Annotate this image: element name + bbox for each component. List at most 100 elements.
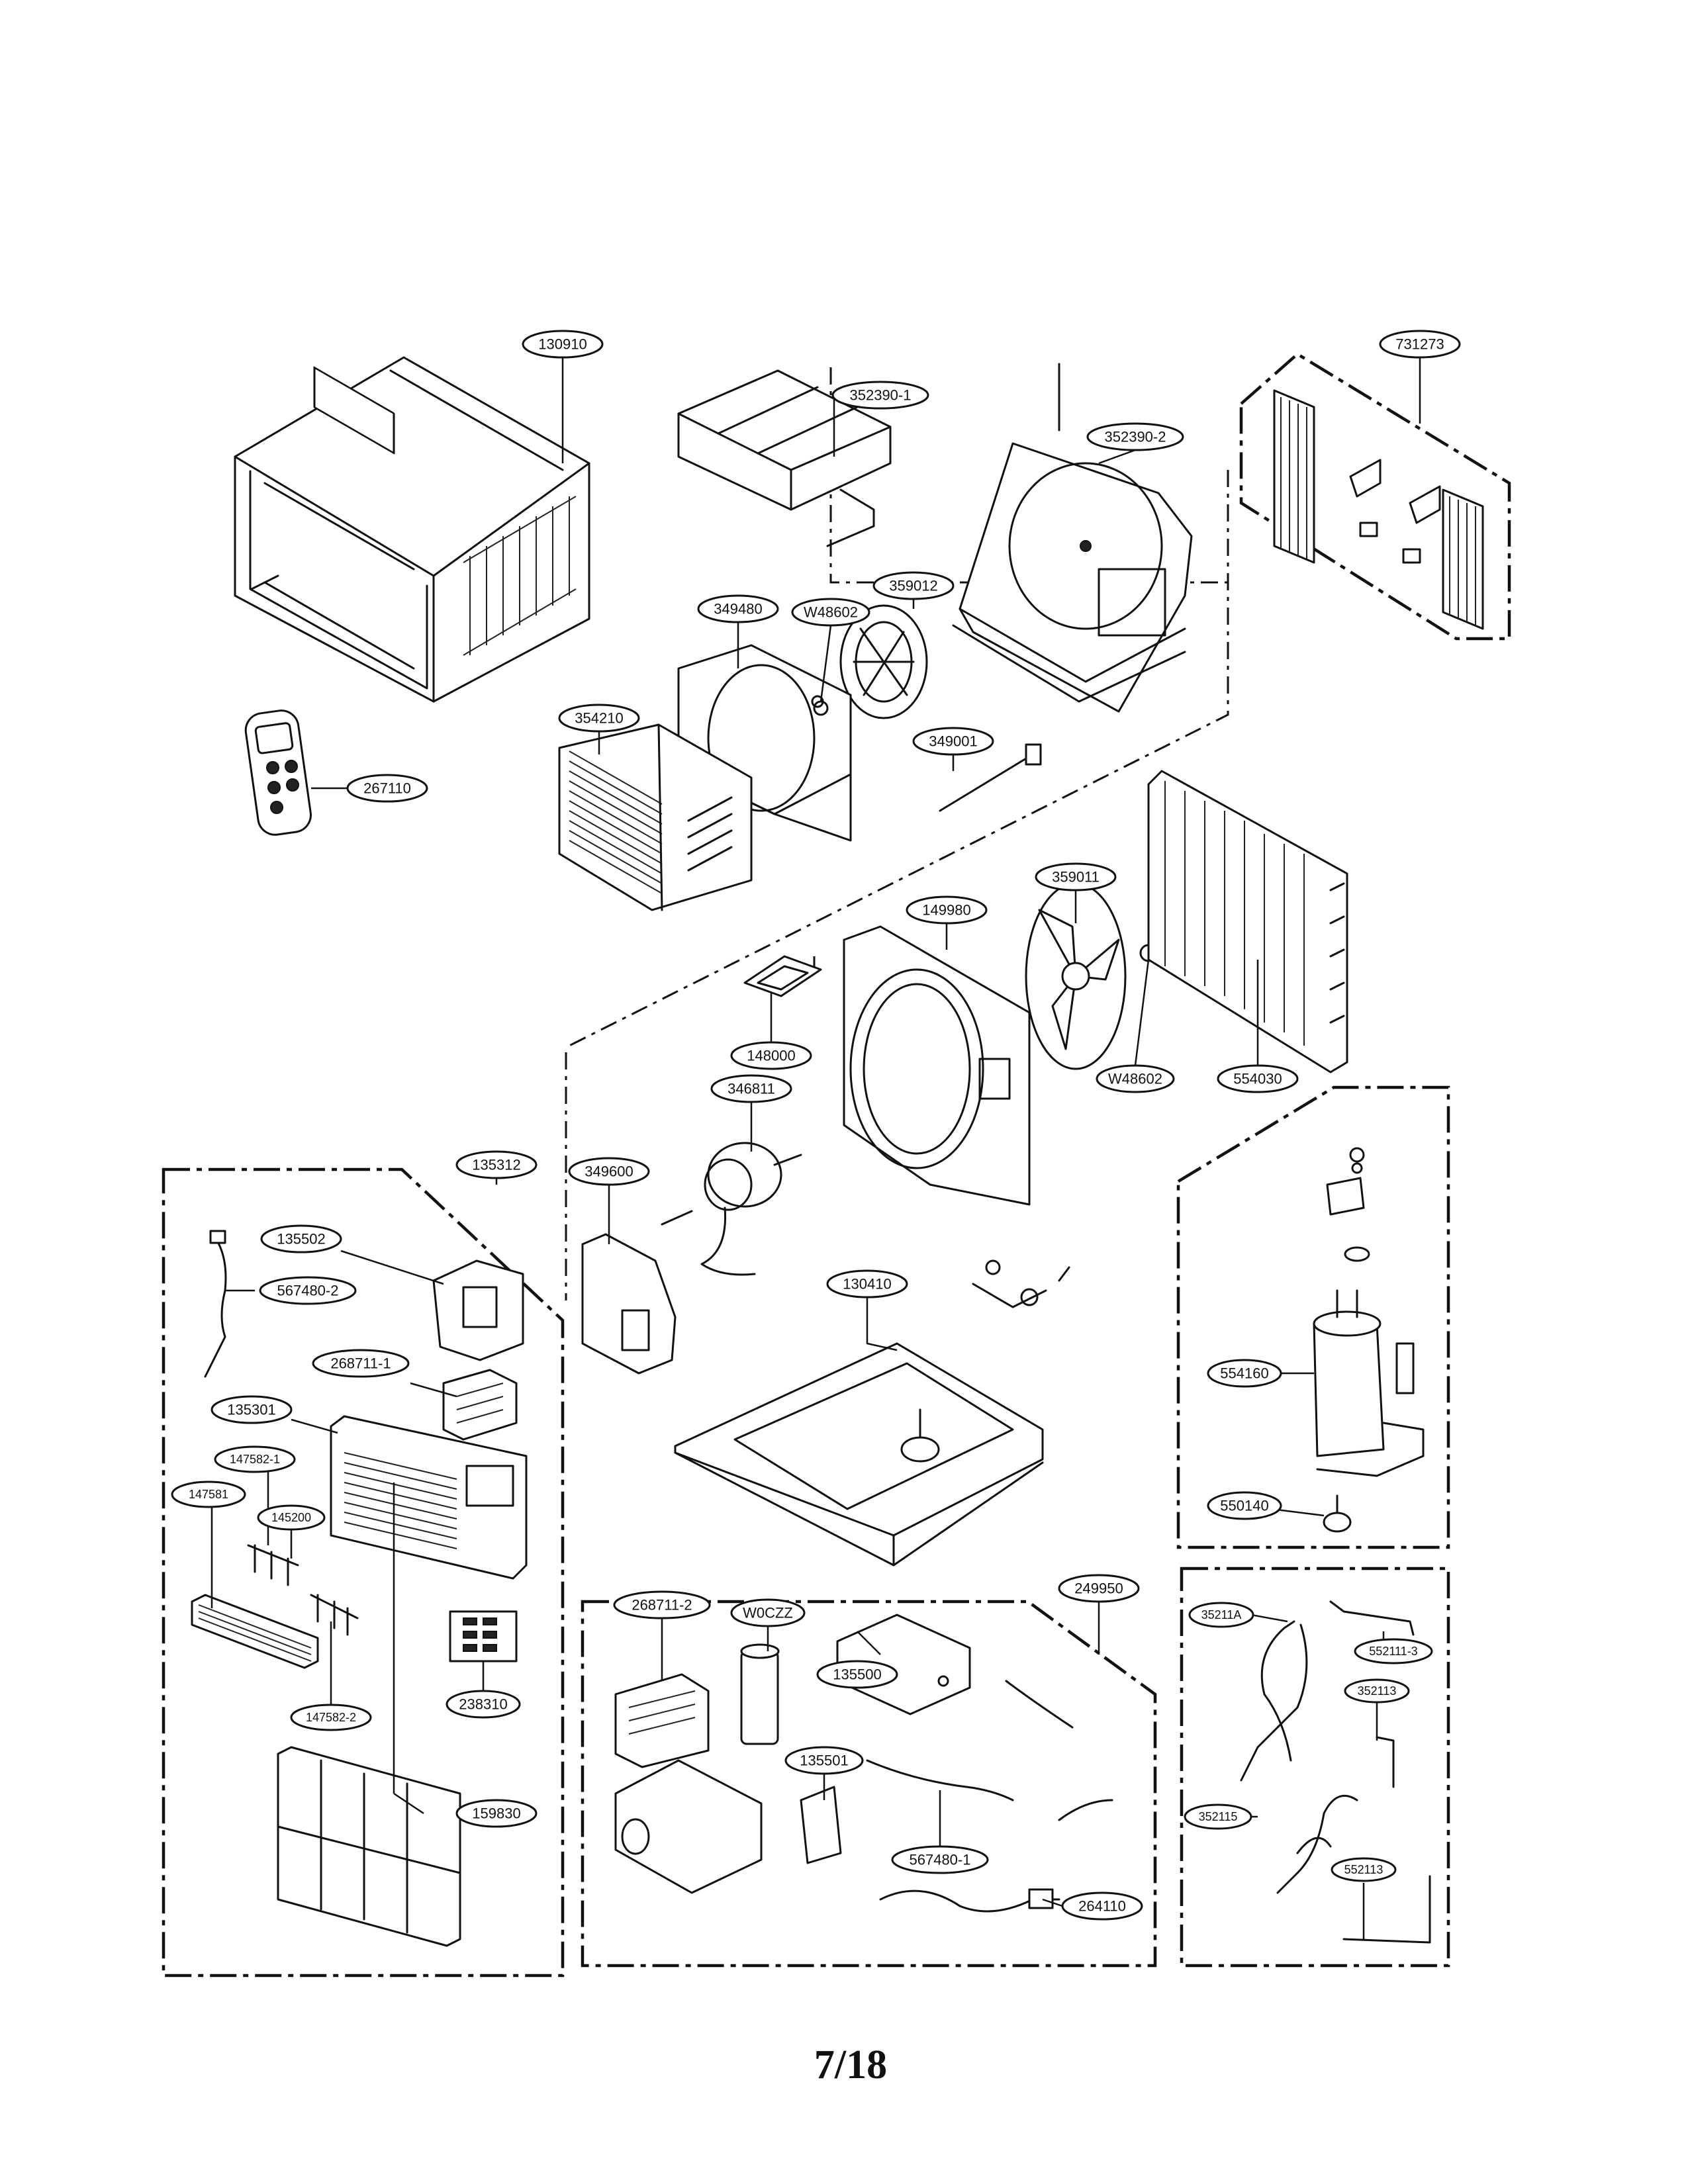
- upper-assembly-outline-2: [569, 470, 1229, 1047]
- compressor-group-frame: [1176, 1085, 1450, 1549]
- svg-text:352390-1: 352390-1: [850, 387, 912, 404]
- main-pcb-drawing: [442, 1369, 518, 1441]
- svg-text:352390-2: 352390-2: [1105, 429, 1166, 445]
- svg-text:130910: 130910: [538, 336, 586, 353]
- callout-346811: 346811: [710, 1074, 792, 1103]
- tubing-group-frame: [1180, 1567, 1450, 1968]
- callout-552111-3: 552111-3: [1354, 1638, 1433, 1664]
- window-kit-drawing: [1273, 389, 1484, 630]
- callout-359012: 359012: [872, 571, 955, 600]
- callout-354210: 354210: [558, 704, 640, 733]
- svg-text:268711-2: 268711-2: [632, 1597, 692, 1614]
- capillary-tube-drawing: [1376, 1736, 1395, 1788]
- svg-text:249950: 249950: [1074, 1580, 1123, 1597]
- power-cord-harness-drawing: [879, 1888, 1060, 1913]
- motor-mount-drawing: [581, 1233, 677, 1375]
- callout-238310: 238310: [445, 1690, 521, 1719]
- callout-147581: 147581: [171, 1480, 246, 1508]
- callout-149980: 149980: [906, 895, 988, 925]
- callout-W0CZZ: W0CZZ: [730, 1598, 806, 1627]
- svg-text:W48602: W48602: [1108, 1071, 1162, 1087]
- compressor-drawing: [1313, 1289, 1425, 1477]
- capacitor-drawing: [740, 1643, 780, 1745]
- motor-bracket-drawing: [743, 955, 822, 997]
- base-hardware-drawing: [972, 1259, 1070, 1308]
- callout-268711-2: 268711-2: [613, 1590, 711, 1619]
- callout-145200: 145200: [257, 1504, 326, 1531]
- callout-130910: 130910: [522, 330, 604, 359]
- callout-349001: 349001: [912, 727, 994, 756]
- callout-554160: 554160: [1207, 1359, 1282, 1388]
- callout-135500: 135500: [816, 1660, 898, 1689]
- grille-vanes-drawing: [191, 1594, 319, 1669]
- svg-text:W48602: W48602: [804, 604, 858, 621]
- svg-text:554030: 554030: [1233, 1071, 1282, 1087]
- svg-text:554160: 554160: [1220, 1365, 1268, 1382]
- svg-text:354210: 354210: [575, 710, 623, 727]
- air-guide-drawing: [677, 369, 892, 547]
- svg-text:567480-2: 567480-2: [277, 1283, 339, 1299]
- accessory-group-frame: [1239, 352, 1511, 641]
- callout-352113: 352113: [1344, 1678, 1410, 1704]
- svg-text:349001: 349001: [929, 733, 977, 750]
- wire-harness-2-drawing: [204, 1230, 227, 1378]
- electrical-group-frame: [581, 1600, 1157, 1968]
- svg-text:352113: 352113: [1358, 1684, 1397, 1698]
- svg-text:149980: 149980: [922, 902, 970, 919]
- condenser-shroud-drawing: [843, 925, 1031, 1206]
- callout-352390-1: 352390-1: [831, 381, 929, 410]
- callout-249950: 249950: [1058, 1574, 1140, 1603]
- svg-text:359012: 359012: [889, 578, 937, 594]
- leader-lines: [211, 357, 1421, 1939]
- svg-text:567480-1: 567480-1: [910, 1852, 971, 1868]
- svg-text:147582-1: 147582-1: [230, 1453, 280, 1466]
- svg-text:147582-2: 147582-2: [306, 1711, 356, 1724]
- evaporator-coil-drawing: [558, 723, 753, 911]
- svg-text:349600: 349600: [585, 1163, 633, 1180]
- svg-text:135500: 135500: [833, 1666, 881, 1683]
- callout-550140: 550140: [1207, 1491, 1282, 1520]
- callout-159830: 159830: [455, 1799, 538, 1828]
- svg-text:159830: 159830: [472, 1805, 520, 1822]
- callout-147582-2: 147582-2: [290, 1704, 372, 1731]
- svg-text:135312: 135312: [472, 1157, 520, 1173]
- callout-130410: 130410: [826, 1269, 908, 1298]
- callout-135502: 135502: [260, 1224, 342, 1253]
- vane-link-1-drawing: [247, 1544, 299, 1586]
- svg-text:359011: 359011: [1052, 869, 1100, 886]
- callout-552113: 552113: [1331, 1857, 1397, 1882]
- svg-text:135501: 135501: [800, 1752, 848, 1769]
- callout-349480: 349480: [697, 594, 779, 623]
- svg-text:35211A: 35211A: [1201, 1608, 1242, 1621]
- callout-135501: 135501: [784, 1746, 864, 1775]
- svg-text:130410: 130410: [843, 1276, 891, 1293]
- svg-text:731273: 731273: [1395, 336, 1444, 353]
- callout-264110: 264110: [1061, 1891, 1143, 1921]
- svg-text:552111-3: 552111-3: [1369, 1645, 1417, 1658]
- control-box-cover-drawing: [432, 1259, 524, 1361]
- callout-567480-1: 567480-1: [891, 1845, 989, 1874]
- remote-control-drawing: [244, 709, 312, 836]
- condenser-coil-drawing: [1147, 770, 1348, 1073]
- svg-text:148000: 148000: [747, 1048, 795, 1064]
- terminal-cover-drawing: [1326, 1147, 1370, 1262]
- upper-shroud-drawing: [952, 363, 1193, 713]
- control-box-drawing: [614, 1759, 763, 1894]
- svg-text:268711-1: 268711-1: [330, 1355, 391, 1372]
- air-filter-drawing: [277, 1746, 461, 1947]
- svg-text:346811: 346811: [727, 1081, 775, 1097]
- blower-wheel-drawing: [839, 604, 928, 719]
- svg-text:147581: 147581: [189, 1488, 228, 1501]
- svg-text:264110: 264110: [1078, 1898, 1126, 1915]
- cabinet-drawing: [234, 356, 590, 703]
- wire-harness-1-drawing: [866, 1680, 1113, 1821]
- callout-349600: 349600: [568, 1157, 650, 1186]
- svg-text:267110: 267110: [363, 780, 411, 797]
- suction-tube-drawing: [1240, 1620, 1308, 1782]
- callout-567480-2: 567480-2: [259, 1276, 357, 1305]
- display-panel-drawing: [449, 1610, 518, 1662]
- callout-268711-1: 268711-1: [312, 1349, 410, 1378]
- svg-text:135502: 135502: [277, 1231, 325, 1248]
- callout-135312: 135312: [455, 1150, 538, 1179]
